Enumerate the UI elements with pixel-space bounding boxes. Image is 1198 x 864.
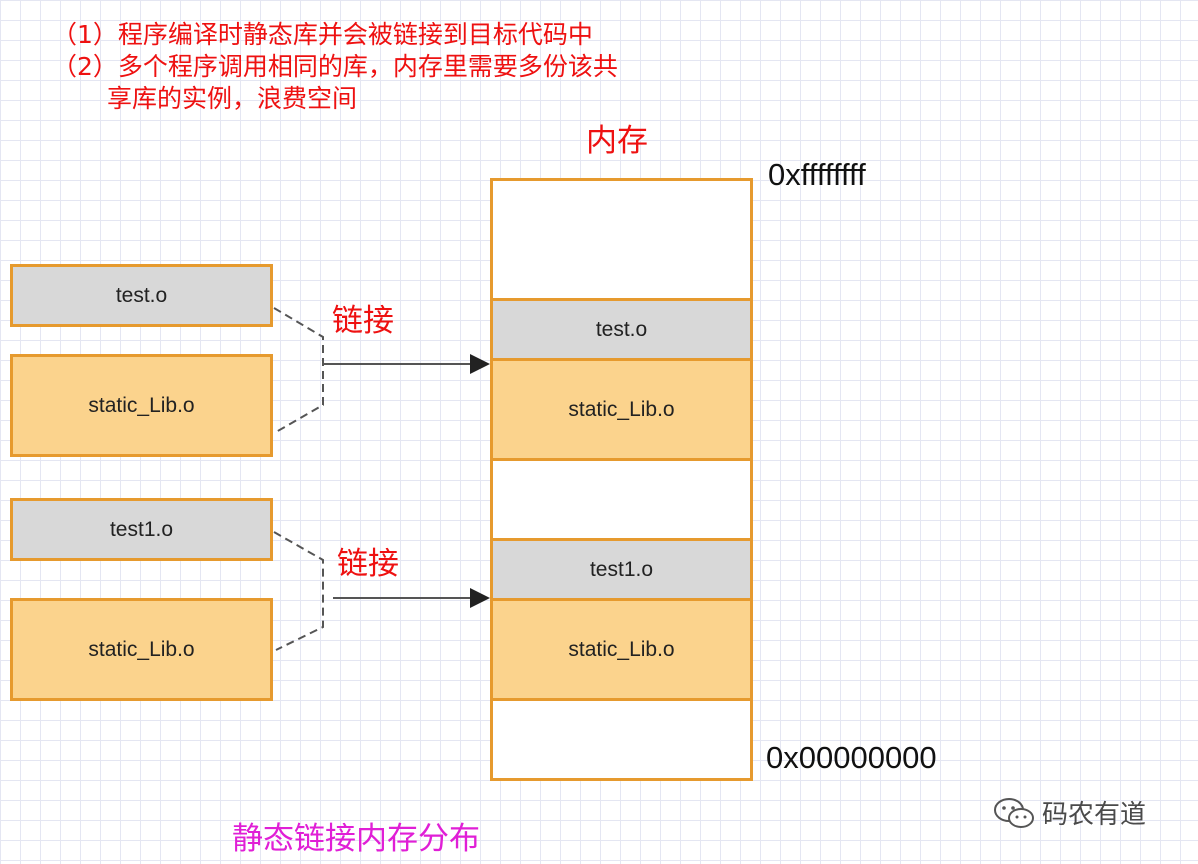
bracket-group1 [273, 307, 324, 433]
group1-object-box: test.o [10, 264, 273, 327]
note-line-1: （1）程序编译时静态库并会被链接到目标代码中 [52, 20, 593, 49]
address-bottom: 0x00000000 [766, 740, 937, 775]
watermark: 码农有道 [992, 794, 1146, 831]
memory-block-static-lib-1: static_Lib.o [490, 358, 753, 461]
diagram-caption: 静态链接内存分布 [232, 821, 480, 857]
memory-block-test1: test1.o [490, 538, 753, 601]
link-label-1: 链接 [332, 303, 394, 339]
memory-block-empty-middle [490, 458, 753, 541]
wechat-icon [994, 797, 1034, 828]
memory-title: 内存 [586, 123, 648, 159]
watermark-text: 码农有道 [1042, 800, 1147, 830]
bracket-group2 [273, 531, 324, 651]
note-line-2: （2）多个程序调用相同的库，内存里需要多份该共 [52, 52, 618, 81]
memory-block-empty-bottom [490, 698, 753, 781]
memory-column: test.o static_Lib.o test1.o static_Lib.o [490, 178, 753, 781]
group1-lib-box: static_Lib.o [10, 354, 273, 457]
group2-object-box: test1.o [10, 498, 273, 561]
link-label-2: 链接 [337, 546, 399, 582]
note-line-3: 享库的实例，浪费空间 [107, 84, 358, 113]
address-top: 0xffffffff [768, 157, 866, 192]
memory-block-static-lib-2: static_Lib.o [490, 598, 753, 701]
group2-lib-box: static_Lib.o [10, 598, 273, 701]
